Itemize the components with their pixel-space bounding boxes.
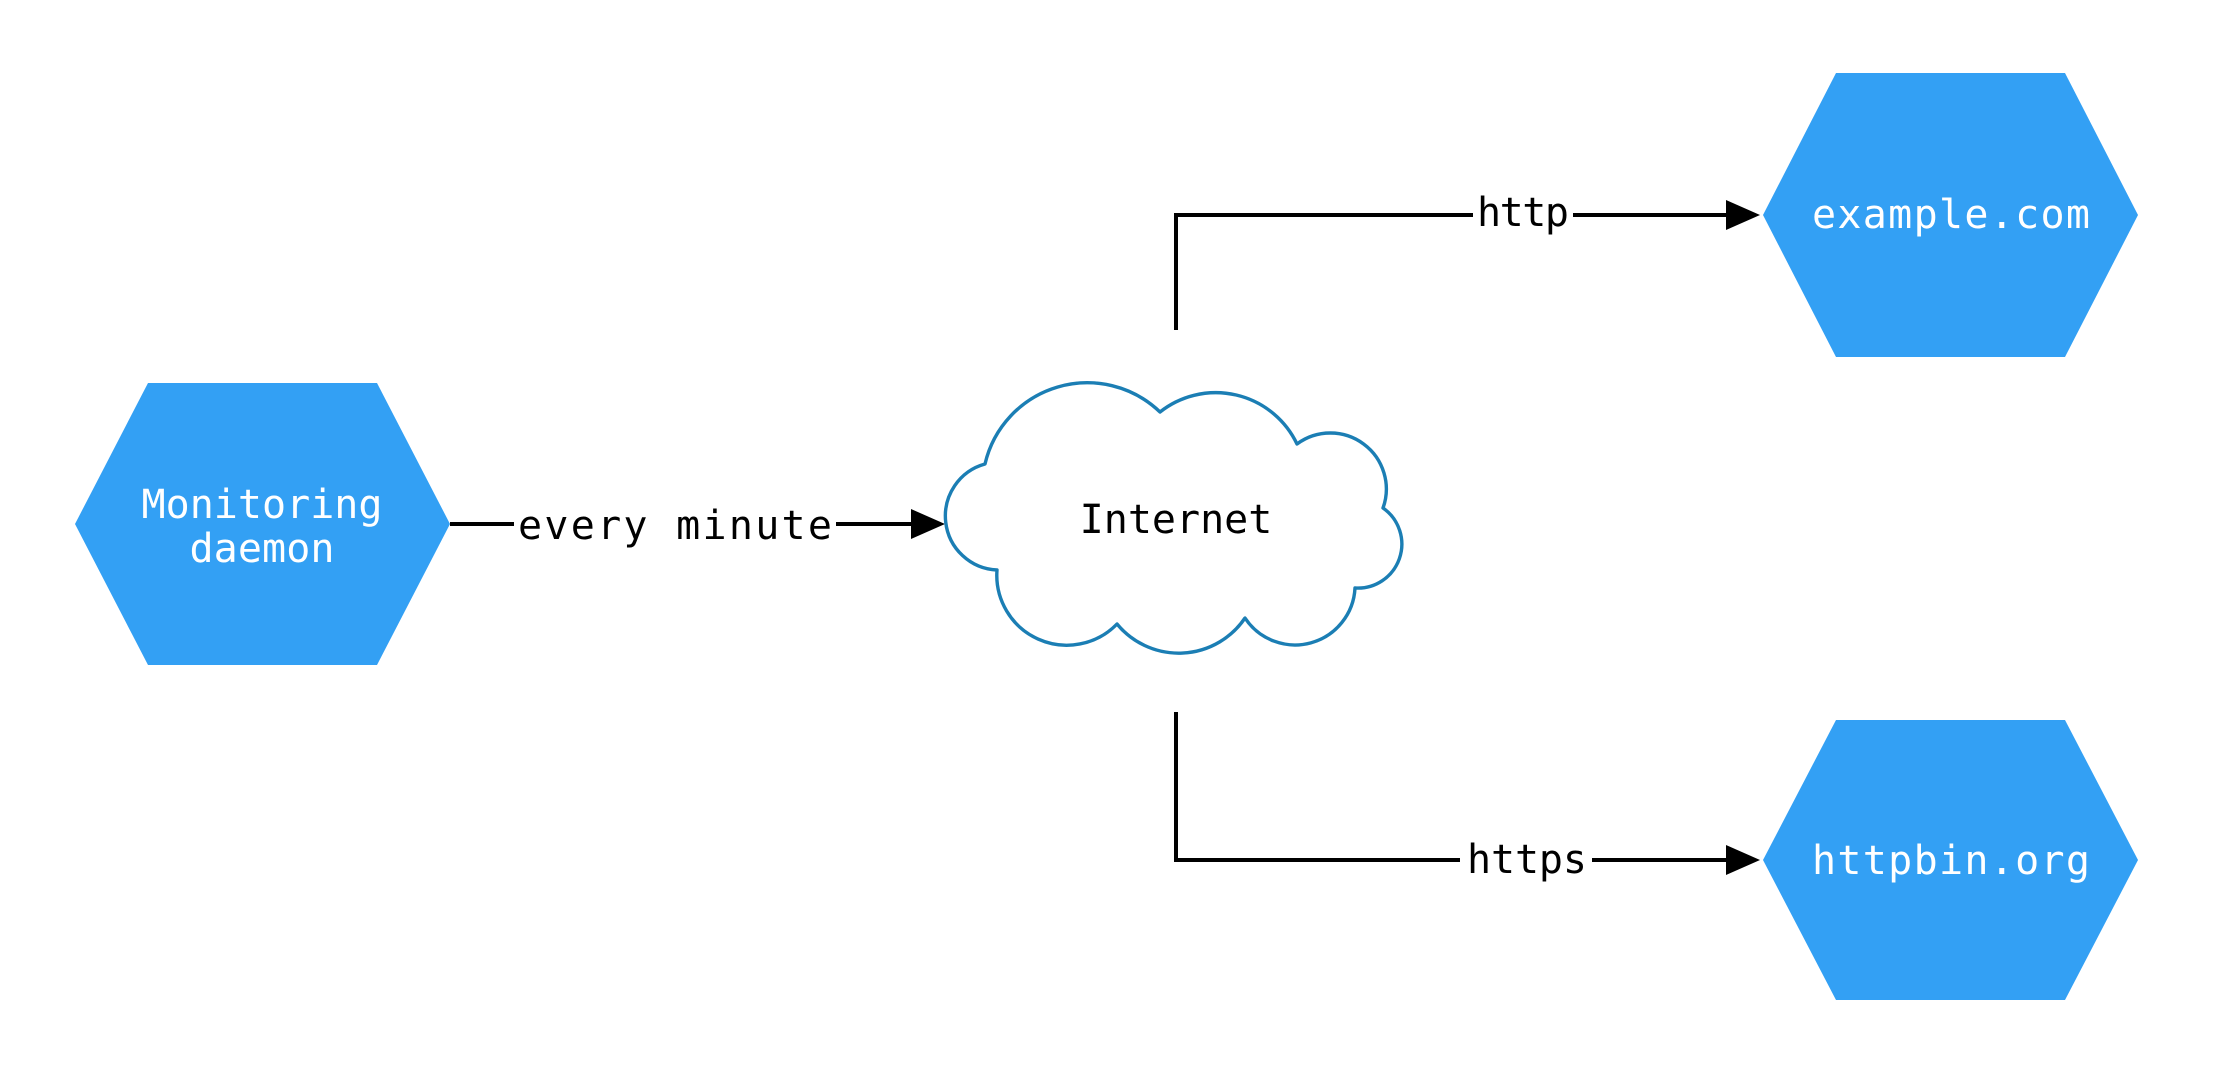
arrowhead-icon	[911, 509, 945, 539]
hexagon-shape	[1763, 720, 2138, 1000]
node-example-com: example.com	[1763, 73, 2138, 357]
node-monitoring-daemon: Monitoring daemon	[75, 383, 450, 665]
cloud-shape	[943, 381, 1404, 655]
edge-monitoring-to-internet: every minute	[450, 503, 945, 549]
node-label-internet: Internet	[1080, 497, 1273, 543]
node-httpbin-org: httpbin.org	[1763, 720, 2138, 1000]
edge-internet-to-httpbin: https	[1174, 712, 1760, 883]
edge-label-https: https	[1467, 837, 1587, 883]
node-label-httpbin-org: httpbin.org	[1812, 838, 2090, 884]
node-label-monitoring-line1: Monitoring	[142, 482, 383, 528]
arrowhead-icon	[1726, 845, 1760, 875]
edge-label-every-minute: every minute	[518, 503, 832, 549]
arrowhead-icon	[1726, 200, 1760, 230]
node-label-example-com: example.com	[1812, 192, 2090, 238]
edge-internet-to-example: http	[1174, 190, 1760, 330]
edge-line	[1174, 712, 1727, 862]
edge-line	[1174, 213, 1727, 330]
hexagon-shape	[75, 383, 450, 665]
edge-label-http: http	[1477, 190, 1569, 236]
node-internet-cloud: Internet	[943, 381, 1404, 655]
node-label-monitoring-line2: daemon	[190, 526, 335, 572]
hexagon-shape	[1763, 73, 2138, 357]
